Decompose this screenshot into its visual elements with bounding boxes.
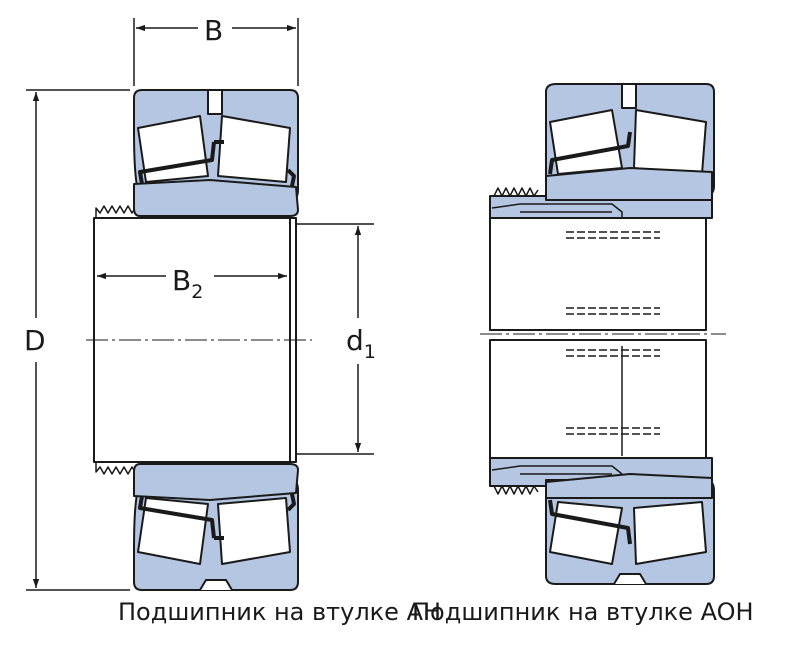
- roller-lower-left-aoh: [549, 501, 623, 565]
- thread-lower-aoh: [493, 485, 539, 495]
- roller-upper-right: [217, 115, 291, 183]
- groove-lower-aoh: [613, 573, 647, 585]
- label-b: B: [204, 14, 223, 47]
- bearing-aoh: [480, 83, 726, 585]
- caption-ah: Подшипник на втулке AH: [118, 598, 442, 626]
- sleeve-lower-aoh: [545, 473, 713, 499]
- roller-upper-left-aoh: [549, 109, 623, 175]
- lube-hole-upper: [207, 89, 223, 115]
- caption-aoh: Подшипник на втулке AOH: [412, 598, 754, 626]
- slots-aoh: [566, 231, 660, 435]
- oil-duct-lower: [491, 465, 623, 475]
- thread-upper: [95, 205, 135, 218]
- dimension-d1: [296, 223, 374, 455]
- dimension-d: [26, 89, 130, 591]
- lube-hole-upper-aoh: [621, 83, 637, 109]
- cage-lower-right: [286, 493, 296, 512]
- cage-lower-aoh: [548, 499, 632, 545]
- sleeve-body-upper-aoh: [489, 217, 707, 331]
- bearing-ah: [86, 89, 312, 591]
- label-d: D: [24, 324, 46, 357]
- cage-upper: [138, 140, 224, 185]
- sleeve-upper: [133, 179, 299, 217]
- sleeve-body-lower-aoh: [489, 339, 707, 459]
- roller-upper-right-aoh: [633, 109, 707, 175]
- cage-lower: [138, 495, 224, 540]
- thread-lower: [95, 462, 135, 475]
- roller-lower-right-aoh: [633, 501, 707, 565]
- sleeve-upper-aoh: [545, 167, 713, 201]
- sleeve-lower: [133, 463, 299, 501]
- thread-upper-aoh: [493, 187, 539, 197]
- roller-lower-right: [217, 497, 291, 565]
- label-b2: B2: [172, 264, 203, 303]
- label-d1: d1: [346, 324, 376, 363]
- cage-upper-aoh: [548, 131, 632, 175]
- groove-lower: [199, 579, 233, 591]
- cage-upper-right: [286, 168, 296, 187]
- dimension-b: [133, 18, 299, 86]
- sleeve-flange-upper-aoh: [489, 195, 713, 219]
